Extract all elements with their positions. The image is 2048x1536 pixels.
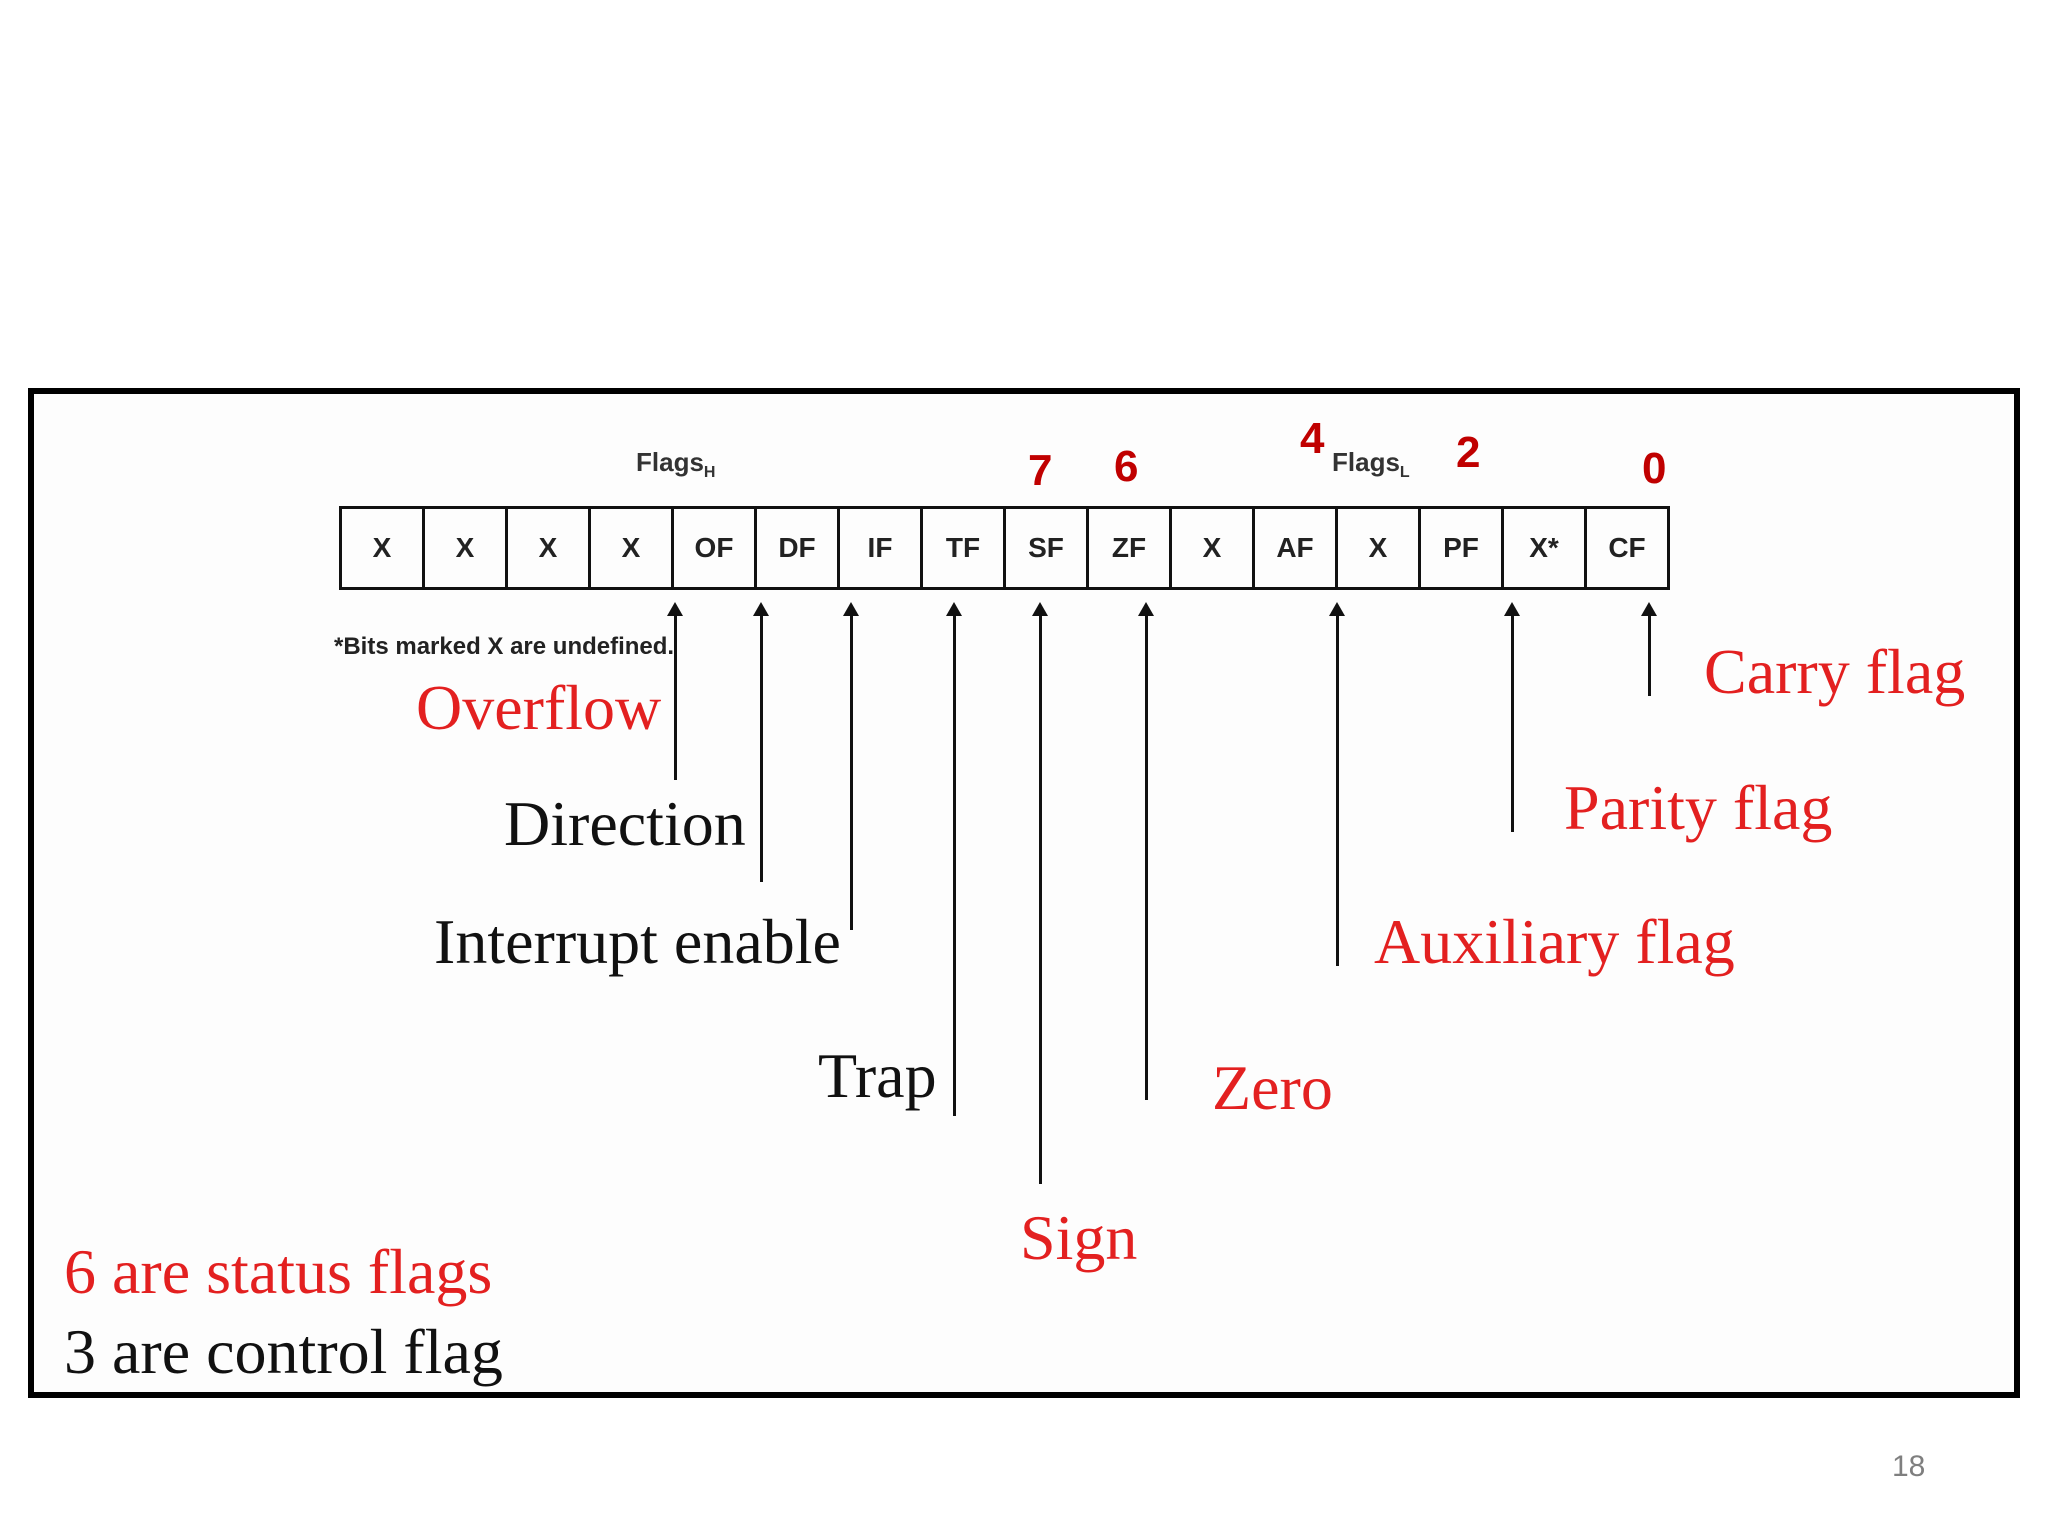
register-bit-11-of: OF xyxy=(671,506,757,590)
direction-label: Direction xyxy=(504,788,746,859)
parity-flag-label: Parity flag xyxy=(1564,772,1833,843)
register-bit-5: X xyxy=(1169,506,1255,590)
undefined-bits-note: *Bits marked X are undefined. xyxy=(334,633,675,660)
sign-label: Sign xyxy=(1020,1202,1138,1273)
flags-high-text: Flags xyxy=(636,447,704,477)
register-bit-6-zf: ZF xyxy=(1086,506,1172,590)
sign-arrow xyxy=(1032,602,1048,1184)
flags-low-label: FlagsL xyxy=(1332,447,1410,482)
flags-high-label: FlagsH xyxy=(636,447,715,482)
zero-arrow xyxy=(1138,602,1154,1100)
bit-number-sf: 7 xyxy=(1028,446,1053,495)
register-bit-0-cf: CF xyxy=(1584,506,1670,590)
bit-number-zf: 6 xyxy=(1114,442,1139,491)
bit-number-cf: 0 xyxy=(1642,444,1667,493)
register-bit-14: X xyxy=(422,506,508,590)
overflow-label: Overflow xyxy=(416,672,662,743)
flags-low-subscript: L xyxy=(1399,464,1410,482)
register-bit-9-if: IF xyxy=(837,506,923,590)
flags-high-subscript: H xyxy=(703,464,716,482)
diagram-frame xyxy=(28,388,2020,1398)
bit-number-pf: 2 xyxy=(1456,428,1481,477)
register-bit-8-tf: TF xyxy=(920,506,1006,590)
bit-number-af: 4 xyxy=(1300,414,1325,463)
page-number: 18 xyxy=(1892,1450,1926,1483)
flags-register: X X X X OF DF IF TF SF ZF X AF X PF X* C… xyxy=(339,506,1670,590)
interrupt-arrow xyxy=(843,602,859,930)
control-flags-summary: 3 are control flag xyxy=(64,1316,503,1387)
carry-arrow xyxy=(1641,602,1657,696)
direction-arrow xyxy=(753,602,769,882)
trap-arrow xyxy=(946,602,962,1116)
interrupt-enable-label: Interrupt enable xyxy=(434,906,841,977)
register-bit-12: X xyxy=(588,506,674,590)
trap-label: Trap xyxy=(818,1040,937,1111)
register-bit-1: X* xyxy=(1501,506,1587,590)
auxiliary-flag-label: Auxiliary flag xyxy=(1374,906,1735,977)
zero-label: Zero xyxy=(1212,1052,1333,1123)
register-bit-10-df: DF xyxy=(754,506,840,590)
overflow-arrow xyxy=(667,602,683,780)
status-flags-summary: 6 are status flags xyxy=(64,1236,493,1307)
register-bit-3: X xyxy=(1335,506,1421,590)
register-bit-4-af: AF xyxy=(1252,506,1338,590)
register-bit-7-sf: SF xyxy=(1003,506,1089,590)
auxiliary-arrow xyxy=(1329,602,1345,966)
register-bit-15: X xyxy=(339,506,425,590)
parity-arrow xyxy=(1504,602,1520,832)
carry-flag-label: Carry flag xyxy=(1704,636,1966,707)
flags-low-text: Flags xyxy=(1332,447,1400,477)
register-bit-13: X xyxy=(505,506,591,590)
register-bit-2-pf: PF xyxy=(1418,506,1504,590)
